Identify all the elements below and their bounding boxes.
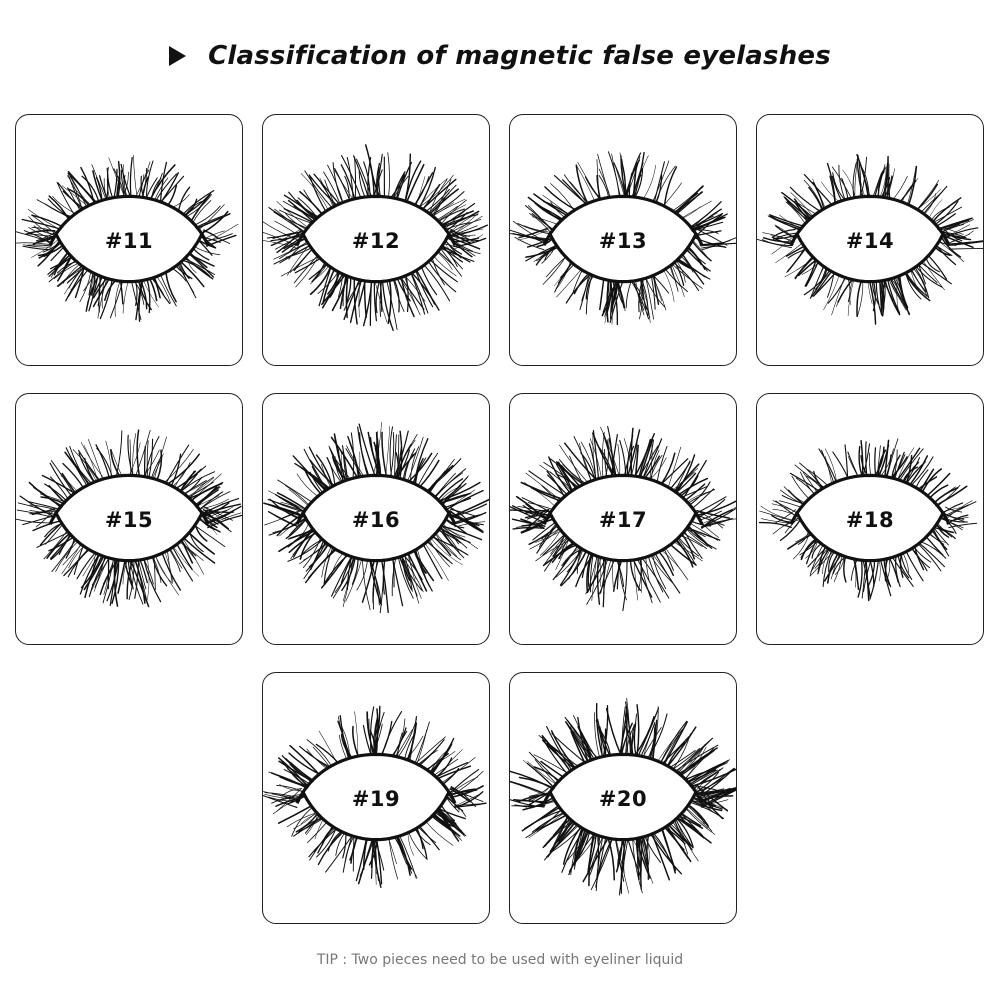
page-header: Classification of magnetic false eyelash… (0, 30, 1000, 82)
eyelash-image (510, 425, 736, 612)
upper-lash (510, 151, 736, 251)
upper-lash (263, 705, 487, 809)
lower-lash (271, 786, 484, 889)
eyelash-image (510, 697, 736, 896)
footer-tip: TIP : Two pieces need to be used with ey… (316, 952, 684, 968)
eyelash-image (16, 429, 242, 608)
upper-lash (510, 425, 736, 530)
product-code: #14 (845, 229, 895, 253)
product-card-19[interactable]: #19 (262, 672, 490, 924)
lower-lash (515, 508, 731, 612)
upper-lash (16, 429, 242, 529)
lower-lash (517, 785, 729, 896)
eyelash-image (263, 421, 489, 614)
lower-lash (517, 227, 728, 326)
product-code: #11 (104, 229, 154, 253)
lower-lash (772, 506, 968, 602)
lower-lash (266, 228, 481, 332)
product-card-17[interactable]: #17 (509, 393, 737, 645)
upper-lash (263, 144, 489, 249)
product-card-16[interactable]: #16 (262, 393, 490, 645)
product-code: #17 (598, 508, 648, 532)
eyelash-image (757, 153, 983, 325)
page-title: Classification of magnetic false eyelash… (208, 41, 831, 71)
product-card-12[interactable]: #12 (262, 114, 490, 366)
lower-lash (264, 507, 485, 614)
eyelash-image (263, 705, 487, 889)
product-card-15[interactable]: #15 (15, 393, 243, 645)
lower-lash (22, 506, 234, 608)
product-code: #16 (351, 508, 401, 532)
eyelash-image (263, 144, 489, 332)
product-card-13[interactable]: #13 (509, 114, 737, 366)
upper-lash (263, 421, 489, 528)
product-code: #12 (351, 229, 401, 253)
upper-lash (758, 438, 978, 529)
product-card-18[interactable]: #18 (756, 393, 984, 645)
upper-lash (757, 153, 983, 250)
eyelash-image (758, 438, 978, 602)
lower-lash (25, 229, 231, 322)
eyelash-image (16, 154, 239, 322)
product-code: #13 (598, 229, 648, 253)
product-card-20[interactable]: #20 (509, 672, 737, 924)
play-triangle-icon (169, 46, 187, 66)
product-code: #15 (104, 508, 154, 532)
product-code: #18 (845, 508, 895, 532)
product-code: #20 (598, 787, 648, 811)
lower-lash (771, 227, 974, 325)
eyelash-image (510, 151, 736, 326)
product-card-14[interactable]: #14 (756, 114, 984, 366)
product-card-11[interactable]: #11 (15, 114, 243, 366)
product-code: #19 (351, 787, 401, 811)
